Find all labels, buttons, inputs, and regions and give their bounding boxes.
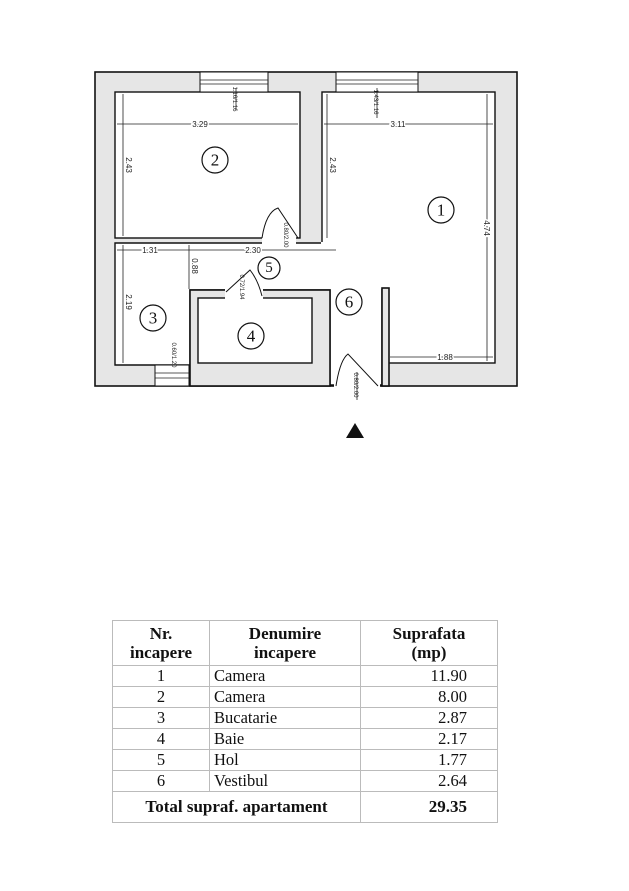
- label-door-entry: 0.80/2.00: [352, 372, 358, 398]
- svg-text:4: 4: [247, 327, 256, 346]
- door-entry: [335, 353, 379, 387]
- label-door-bath: 0.72/1.94: [238, 274, 244, 300]
- door-room2: [261, 207, 299, 239]
- header-nr: Nr.incapere: [112, 620, 210, 666]
- partition-wall: [381, 287, 390, 387]
- label-window-room1: 1.43/1.16: [372, 89, 378, 115]
- door-gap: [225, 287, 263, 299]
- dim-room1-depth: 4.74: [482, 220, 491, 236]
- room-label-3: 3: [139, 304, 167, 332]
- door-gap: [262, 236, 296, 244]
- table-total-row: Total supraf. apartament 29.35: [112, 791, 498, 823]
- room-label-1: 1: [427, 196, 455, 224]
- room-label-5: 5: [257, 256, 281, 280]
- dim-kitchen-depth: 2.19: [124, 294, 133, 310]
- dim-hall-right: 2.30: [245, 246, 261, 255]
- door-bath: [225, 269, 263, 297]
- label-door-room2: 0.80/2.00: [282, 222, 288, 248]
- room-label-4: 4: [237, 322, 265, 350]
- room1-opening: [321, 242, 383, 289]
- dim-room2-depth: 2.43: [124, 157, 133, 173]
- label-window-room2: 1.16/1.16: [231, 86, 237, 112]
- svg-text:1: 1: [437, 201, 446, 220]
- header-area: Suprafata(mp): [360, 620, 498, 666]
- window-room2: [199, 71, 269, 93]
- label-window-kitchen: 0.60/1.20: [170, 342, 176, 368]
- svg-text:5: 5: [265, 260, 273, 276]
- opening-fill: [323, 240, 381, 244]
- room-label-2: 2: [201, 146, 229, 174]
- svg-text:2: 2: [211, 151, 220, 170]
- total-value: 29.35: [360, 791, 498, 823]
- entrance-arrow-icon: [346, 423, 364, 438]
- svg-text:6: 6: [345, 293, 354, 312]
- dim-room1-width: 3.11: [391, 120, 407, 129]
- total-label: Total supraf. apartament: [112, 791, 361, 823]
- room-label-6: 6: [335, 288, 363, 316]
- dim-room2-width: 3.29: [192, 120, 208, 129]
- dim-room1-bottom: 1.88: [437, 353, 453, 362]
- dim-hall-left: 1.31: [142, 246, 158, 255]
- dim-hall-depth: 0.88: [190, 258, 199, 274]
- dim-room1-depth-left: 2.43: [328, 157, 337, 173]
- svg-text:3: 3: [149, 309, 158, 328]
- window-kitchen: [154, 364, 190, 387]
